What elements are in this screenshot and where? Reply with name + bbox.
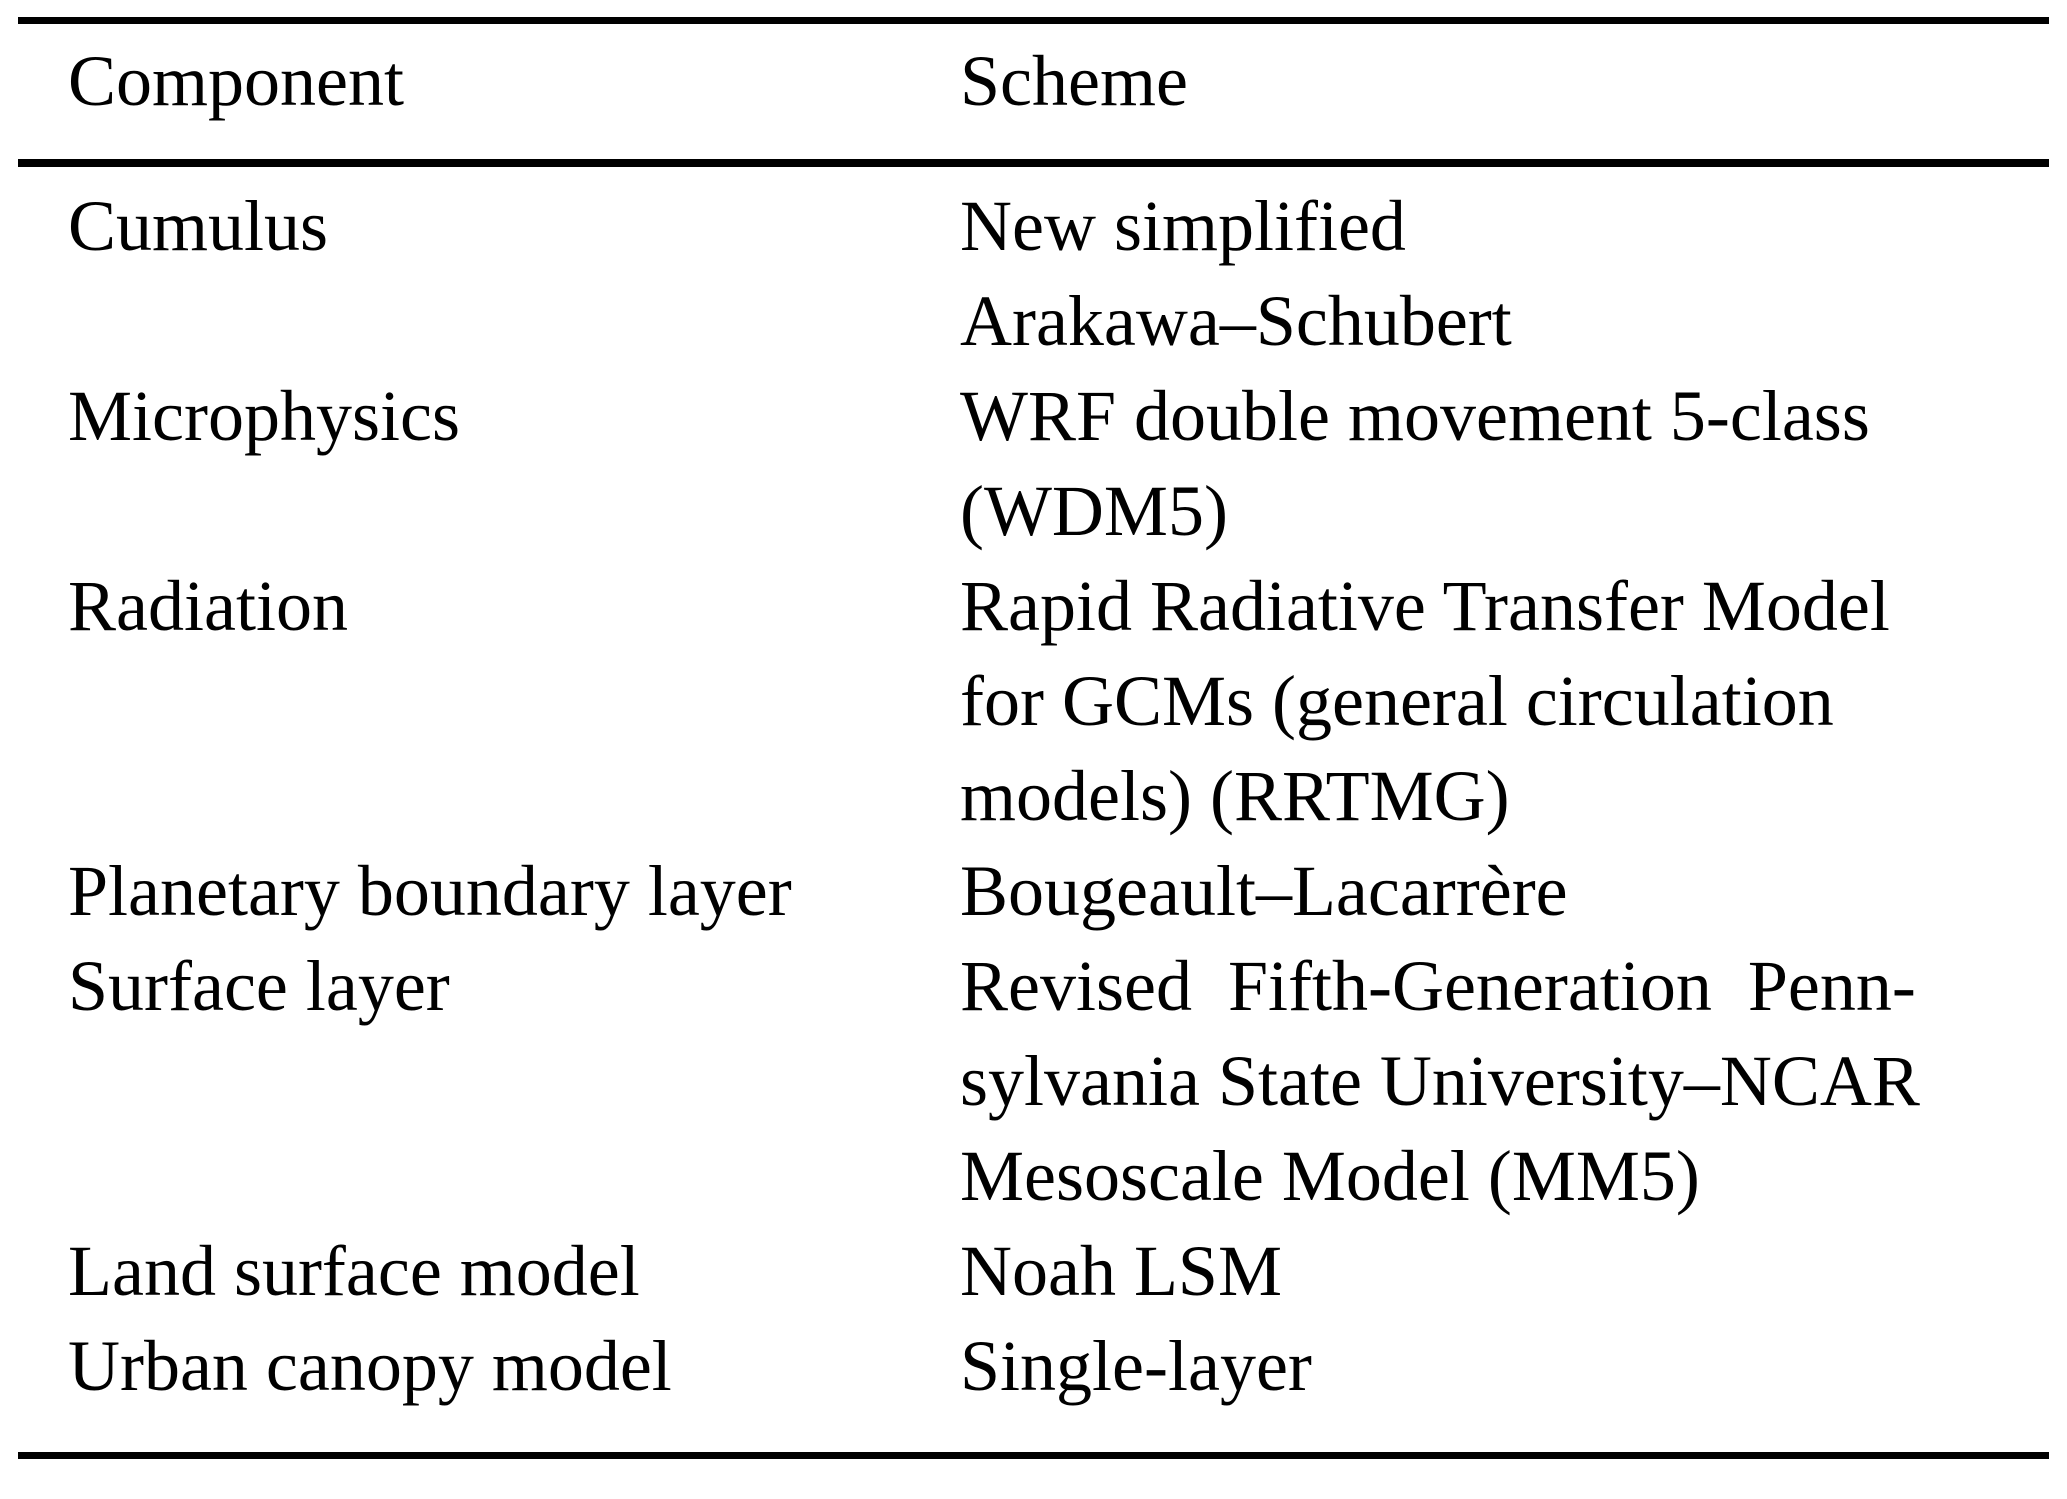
component-cell: Radiation: [68, 566, 348, 646]
component-cell: Surface layer: [68, 946, 450, 1026]
table-row-urban-canopy-model: Urban canopy model Single-layer: [18, 1319, 2049, 1452]
table-row-land-surface-model: Land surface model Noah LSM: [18, 1224, 2049, 1319]
component-cell: Microphysics: [68, 376, 460, 456]
scheme-cell: WRF double movement 5-class (WDM5): [960, 376, 1870, 551]
physics-schemes-table: Component Scheme Cumulus New simplified …: [18, 17, 2049, 1459]
scheme-cell: Rapid Radiative Transfer Model for GCMs …: [960, 566, 1890, 836]
table-row-cumulus: Cumulus New simplified Arakawa–Schubert: [18, 163, 2049, 369]
component-cell: Cumulus: [68, 186, 329, 266]
scheme-cell: Noah LSM: [960, 1231, 1282, 1311]
header-row: Component Scheme: [18, 24, 2049, 167]
table-row-surface-layer: Surface layer Revised Fifth-Generation P…: [18, 939, 2049, 1224]
scheme-cell: New simplified Arakawa–Schubert: [960, 186, 1512, 361]
column-header-component: Component: [18, 24, 960, 167]
table-row-microphysics: Microphysics WRF double movement 5-class…: [18, 369, 2049, 559]
component-scheme-table: Component Scheme Cumulus New simplified …: [18, 24, 2049, 1452]
scheme-cell: Revised Fifth-Generation Penn- sylvania …: [960, 946, 1920, 1216]
scheme-cell: Single-layer: [960, 1326, 1312, 1406]
table-body: Cumulus New simplified Arakawa–Schubert …: [18, 163, 2049, 1452]
table-row-radiation: Radiation Rapid Radiative Transfer Model…: [18, 559, 2049, 844]
column-header-scheme: Scheme: [960, 24, 2049, 167]
component-cell: Land surface model: [68, 1231, 640, 1311]
component-cell: Urban canopy model: [68, 1326, 672, 1406]
table-row-planetary-boundary-layer: Planetary boundary layer Bougeault–Lacar…: [18, 844, 2049, 939]
scheme-cell: Bougeault–Lacarrère: [960, 851, 1568, 931]
component-cell: Planetary boundary layer: [68, 851, 792, 931]
table-header: Component Scheme: [18, 24, 2049, 167]
